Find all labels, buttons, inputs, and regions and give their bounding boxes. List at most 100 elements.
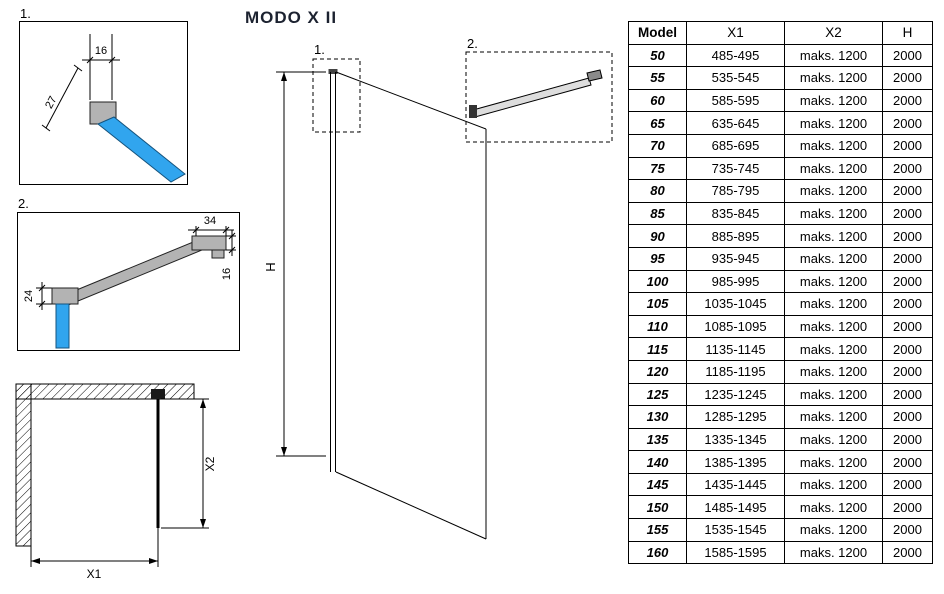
value-cell: 1385-1395 bbox=[686, 450, 785, 474]
value-cell: maks. 1200 bbox=[784, 540, 883, 565]
value-cell: 535-545 bbox=[686, 66, 785, 90]
model-cell: 105 bbox=[628, 292, 687, 316]
value-cell: 1035-1045 bbox=[686, 292, 785, 316]
value-cell: 1085-1095 bbox=[686, 314, 785, 339]
detail-drawing-1: 1. 16 27 bbox=[19, 6, 188, 185]
dimension-x1: X1 bbox=[30, 528, 159, 581]
value-cell: 2000 bbox=[882, 314, 933, 339]
model-cell: 135 bbox=[628, 427, 687, 452]
value-cell: 585-595 bbox=[686, 88, 785, 113]
value-cell: 2000 bbox=[882, 66, 933, 90]
value-cell: maks. 1200 bbox=[784, 427, 883, 452]
model-cell: 75 bbox=[628, 156, 687, 181]
value-cell: maks. 1200 bbox=[784, 246, 883, 271]
detail1-marker: 1. bbox=[20, 6, 31, 21]
dimension-x2: X2 bbox=[161, 398, 217, 529]
product-title: MODO X II bbox=[244, 8, 338, 27]
table-header-row: Model X1 X2 H bbox=[628, 21, 933, 45]
support-arm-bar bbox=[61, 239, 203, 307]
value-cell: 935-945 bbox=[686, 246, 785, 271]
value-cell: maks. 1200 bbox=[784, 405, 883, 429]
dimension-16: 16 bbox=[82, 34, 120, 100]
value-cell: 2000 bbox=[882, 224, 933, 248]
header-x2: X2 bbox=[784, 21, 883, 45]
value-cell: 2000 bbox=[882, 540, 933, 565]
model-cell: 120 bbox=[628, 359, 687, 384]
value-cell: maks. 1200 bbox=[784, 269, 883, 294]
detail1-callout-box bbox=[312, 58, 361, 133]
glass-panel-edge bbox=[97, 116, 186, 183]
plan-drawing: X2 X1 bbox=[15, 383, 217, 581]
value-cell: maks. 1200 bbox=[784, 337, 883, 361]
value-cell: 2000 bbox=[882, 179, 933, 203]
value-cell: maks. 1200 bbox=[784, 111, 883, 135]
value-cell: 1485-1495 bbox=[686, 495, 785, 520]
model-cell: 155 bbox=[628, 518, 687, 542]
value-cell: maks. 1200 bbox=[784, 359, 883, 384]
value-cell: 2000 bbox=[882, 88, 933, 113]
value-cell: 2000 bbox=[882, 359, 933, 384]
detail1-frame bbox=[19, 21, 188, 185]
dim-27-label: 27 bbox=[43, 94, 59, 110]
value-cell: 2000 bbox=[882, 156, 933, 181]
dim-h-label: H bbox=[263, 262, 278, 271]
wall-left-hatch bbox=[15, 383, 32, 547]
value-cell: maks. 1200 bbox=[784, 66, 883, 90]
dim-16-arm-label: 16 bbox=[221, 268, 233, 280]
value-cell: maks. 1200 bbox=[784, 450, 883, 474]
value-cell: maks. 1200 bbox=[784, 382, 883, 407]
detail-drawing-2: 2. 34 16 24 bbox=[17, 196, 240, 351]
value-cell: maks. 1200 bbox=[784, 224, 883, 248]
model-cell: 70 bbox=[628, 133, 687, 158]
model-cell: 150 bbox=[628, 495, 687, 520]
model-cell: 115 bbox=[628, 337, 687, 361]
model-cell: 55 bbox=[628, 66, 687, 90]
elevation-marker-2: 2. bbox=[467, 36, 478, 51]
header-h: H bbox=[882, 21, 933, 45]
value-cell: 2000 bbox=[882, 518, 933, 542]
model-cell: 125 bbox=[628, 382, 687, 407]
value-cell: 1435-1445 bbox=[686, 472, 785, 497]
value-cell: 1585-1595 bbox=[686, 540, 785, 565]
model-cell: 130 bbox=[628, 405, 687, 429]
value-cell: 2000 bbox=[882, 337, 933, 361]
value-cell: 685-695 bbox=[686, 133, 785, 158]
value-cell: 735-745 bbox=[686, 156, 785, 181]
model-cell: 110 bbox=[628, 314, 687, 339]
value-cell: maks. 1200 bbox=[784, 201, 883, 226]
value-cell: 1235-1245 bbox=[686, 382, 785, 407]
model-cell: 60 bbox=[628, 88, 687, 113]
elevation-marker-1: 1. bbox=[314, 42, 325, 57]
glass-panel-outline bbox=[335, 71, 487, 540]
dim-x2-label: X2 bbox=[203, 456, 217, 471]
value-cell: 1335-1345 bbox=[686, 427, 785, 452]
model-cell: 140 bbox=[628, 450, 687, 474]
elevation-drawing: H 1. 2. bbox=[263, 36, 613, 540]
value-cell: 2000 bbox=[882, 427, 933, 452]
detail2-frame bbox=[17, 212, 240, 351]
value-cell: 2000 bbox=[882, 111, 933, 135]
dimension-27: 27 bbox=[41, 64, 83, 132]
detail2-callout-box bbox=[465, 51, 613, 143]
model-cell: 85 bbox=[628, 201, 687, 226]
value-cell: 2000 bbox=[882, 246, 933, 271]
detail2-marker: 2. bbox=[18, 196, 29, 211]
value-cell: 1135-1145 bbox=[686, 337, 785, 361]
value-cell: 485-495 bbox=[686, 43, 785, 68]
